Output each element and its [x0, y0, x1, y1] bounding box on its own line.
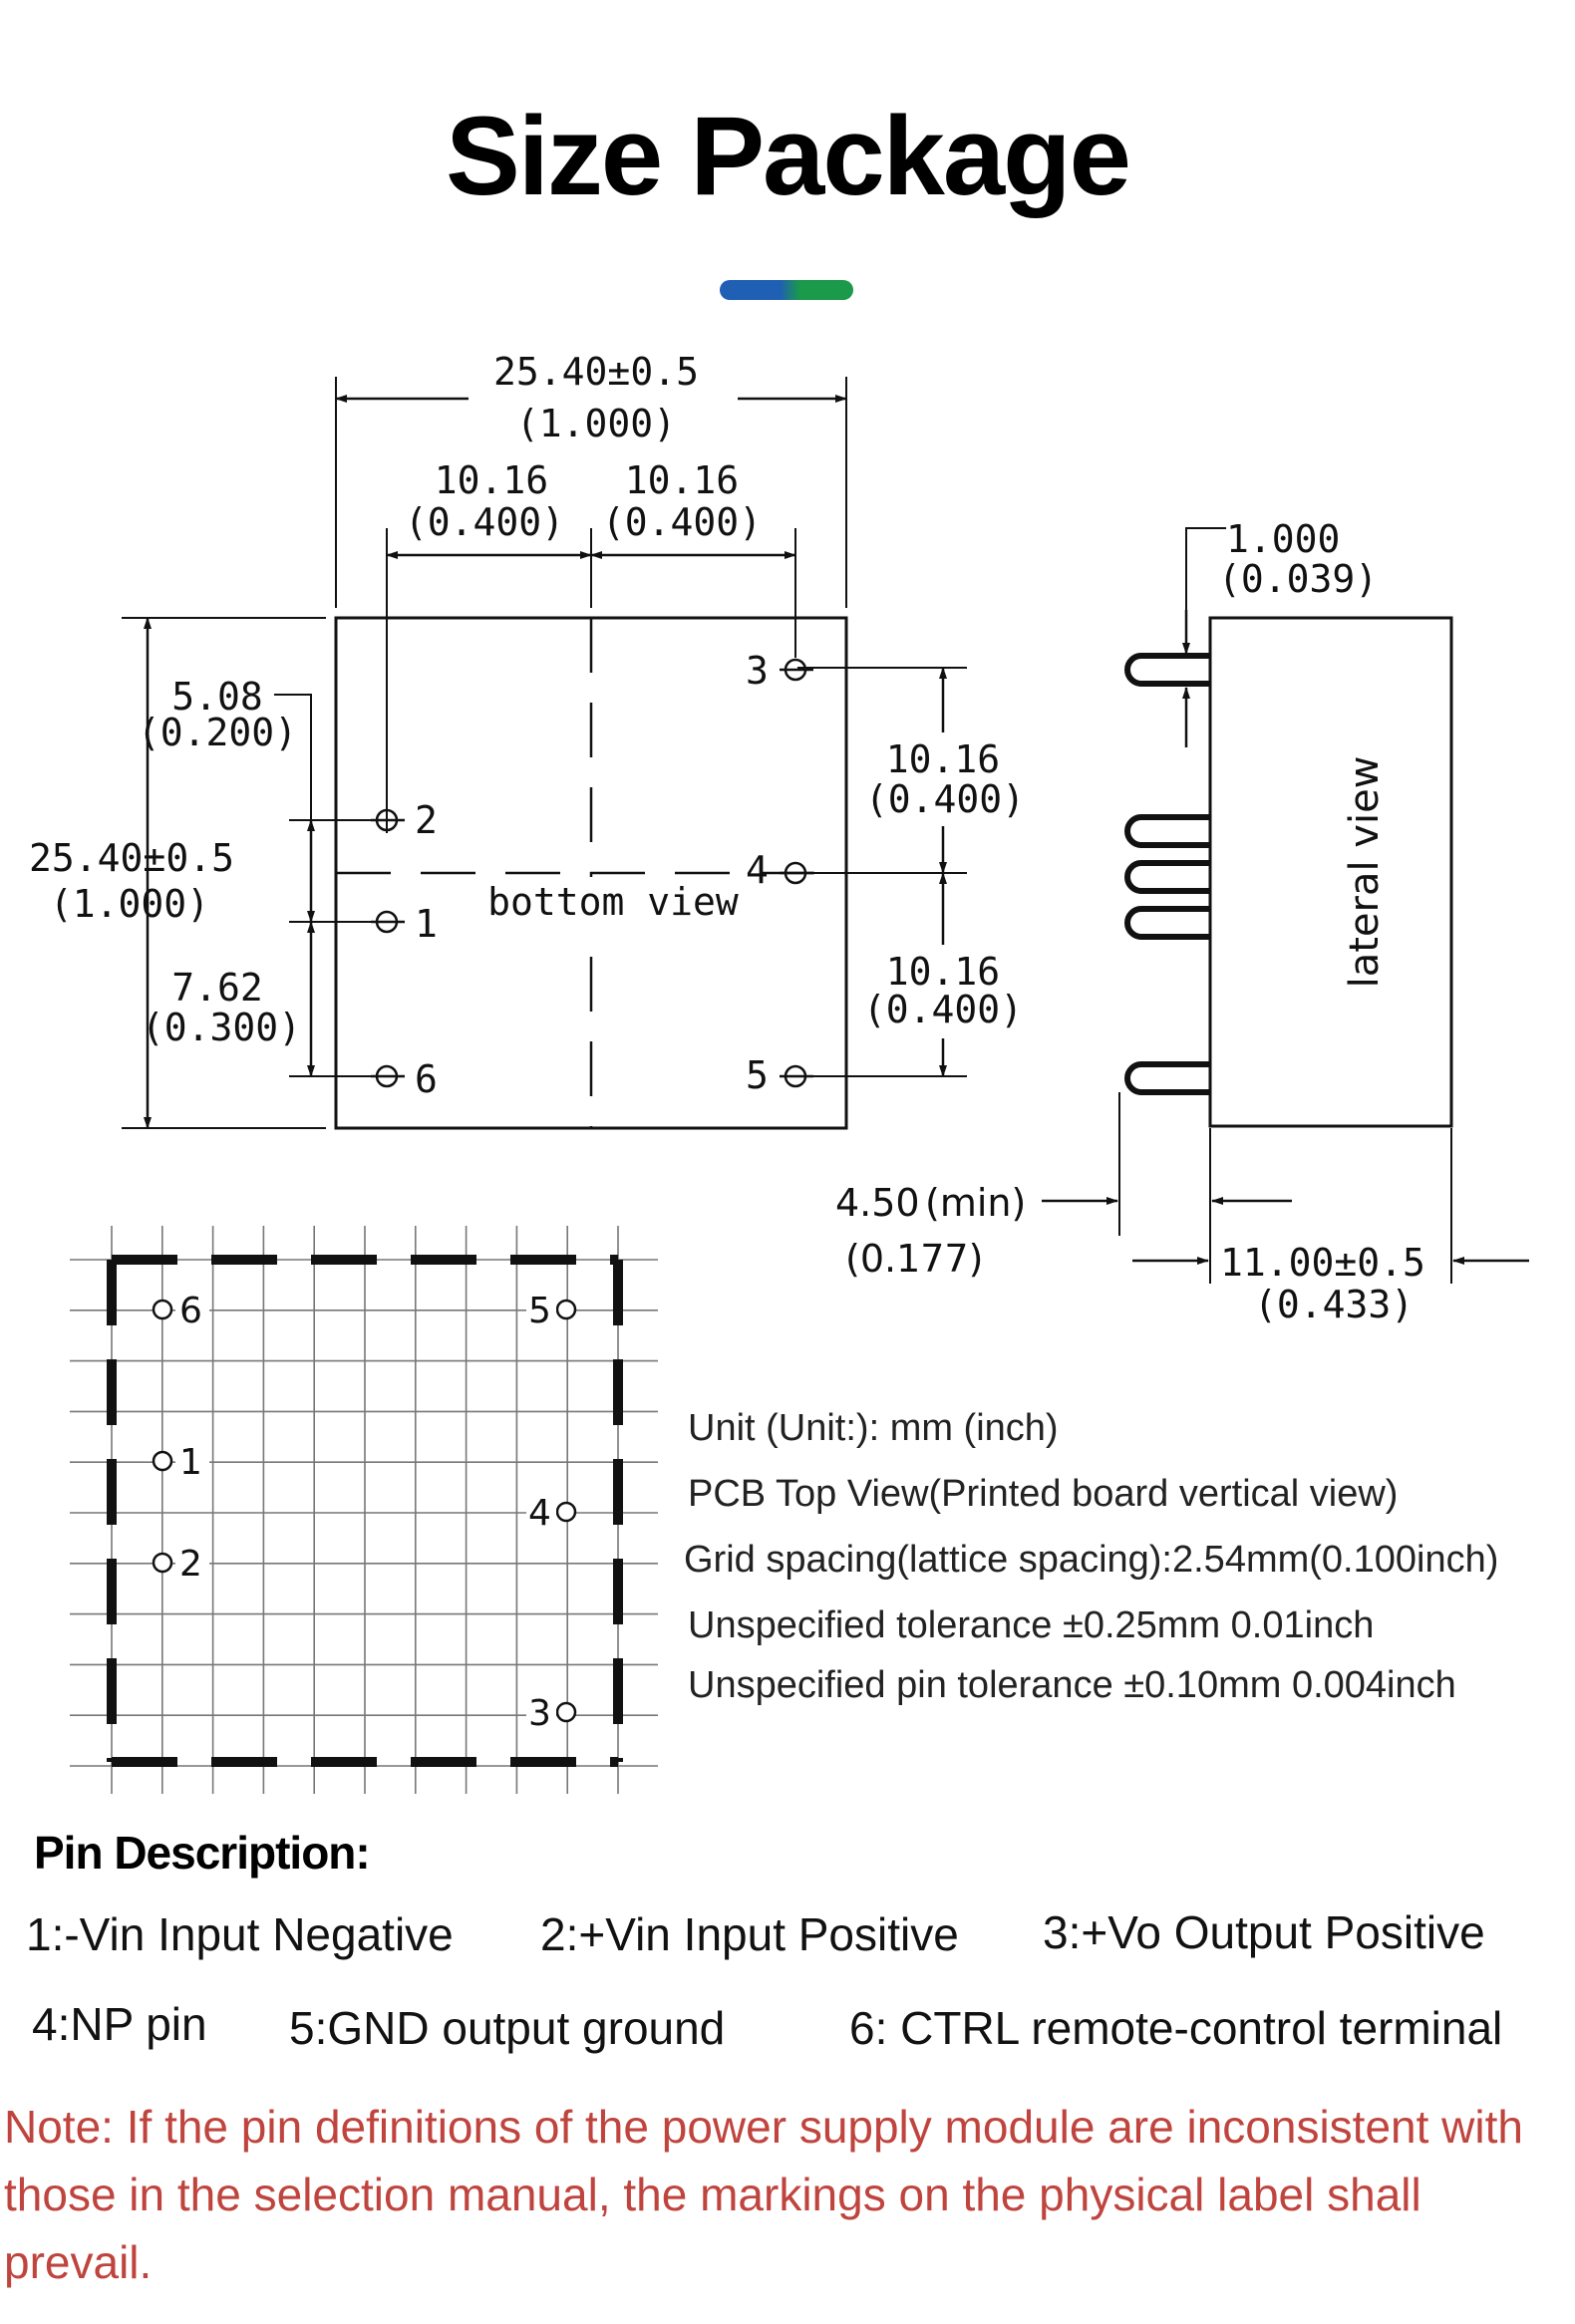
- right-gap-top-label: 10.16: [886, 737, 1000, 781]
- pin-desc-1: 1:-Vin Input Negative: [26, 1908, 454, 1960]
- depth-dim-label: 11.00±0.5: [1220, 1241, 1425, 1285]
- pin-2-label: 2: [415, 798, 438, 842]
- bottom-view-label: bottom view: [487, 880, 739, 924]
- pcb-pin-5-marker: [555, 1299, 577, 1320]
- width-dim-inch-label: (1.000): [516, 402, 676, 445]
- pin-6-label: 6: [415, 1057, 438, 1101]
- package-drawing: 25.40±0.5 (1.000) 10.16 (0.400) 10.16 (0…: [29, 350, 1529, 1794]
- pcb-pin-3-label: 3: [528, 1693, 551, 1734]
- note-tolerance: Unspecified tolerance ±0.25mm 0.01inch: [688, 1604, 1375, 1646]
- pin-5-label: 5: [746, 1053, 769, 1097]
- pcb-pin-4-label: 4: [528, 1493, 551, 1534]
- note-unit: Unit (Unit:): mm (inch): [688, 1407, 1059, 1449]
- pin-1-label: 1: [415, 902, 438, 946]
- pin-desc-4: 4:NP pin: [32, 1998, 207, 2050]
- pin-gap-top-inch-label: (0.200): [138, 711, 297, 754]
- pin-gap-bottom-inch-label: (0.300): [142, 1006, 301, 1049]
- depth-dim-inch-label: (0.433): [1254, 1283, 1414, 1326]
- pcb-pin-2-marker: [152, 1552, 173, 1574]
- pcb-pin-1-label: 1: [179, 1442, 202, 1483]
- pcb-pin-5-label: 5: [528, 1291, 551, 1331]
- page-title: Size Package: [446, 94, 1131, 218]
- right-gap-bottom-label: 10.16: [886, 950, 1000, 994]
- note-pcb-view: PCB Top View(Printed board vertical view…: [688, 1473, 1399, 1515]
- lateral-view: [1042, 527, 1529, 1284]
- pin-4-label: 4: [746, 848, 769, 892]
- pcb-pin-3-marker: [555, 1701, 577, 1723]
- pcb-outline: [107, 1255, 623, 1767]
- pin-desc-2: 2:+Vin Input Positive: [540, 1908, 959, 1960]
- height-dim-inch-label: (1.000): [50, 882, 209, 926]
- drawing-notes: Unit (Unit:): mm (inch) PCB Top View(Pri…: [684, 1395, 1498, 1718]
- pin-desc-6: 6: CTRL remote-control terminal: [849, 2002, 1503, 2054]
- pin-dia-label: 1.000: [1226, 517, 1340, 561]
- pin-len-inch-label: (0.177): [845, 1237, 983, 1281]
- pin-desc-3: 3:+Vo Output Positive: [1043, 1906, 1485, 1958]
- pcb-pin-6-label: 6: [179, 1291, 202, 1331]
- height-dim-label: 25.40±0.5: [29, 836, 234, 880]
- accent-bar: [720, 280, 853, 300]
- pin-3-label: 3: [746, 649, 769, 693]
- width-dim-label: 25.40±0.5: [493, 350, 699, 394]
- pcb-pin-2-label: 2: [179, 1544, 202, 1585]
- pin-len-label: 4.50: [835, 1181, 920, 1225]
- pcb-top-view: 6 1 2 5 4 3: [70, 1226, 658, 1794]
- pin-gap-top-label: 5.08: [171, 675, 263, 719]
- pcb-pin-6-marker: [152, 1299, 173, 1320]
- pin-description-heading: Pin Description:: [34, 1827, 371, 1879]
- pin-gap-bottom-label: 7.62: [171, 966, 263, 1010]
- half-left-label: 10.16: [435, 458, 548, 502]
- half-left-inch-label: (0.400): [405, 500, 564, 544]
- right-gap-bottom-inch-label: (0.400): [863, 988, 1023, 1031]
- note-grid-spacing: Grid spacing(lattice spacing):2.54mm(0.1…: [684, 1539, 1499, 1581]
- lateral-view-label: lateral view: [1342, 756, 1388, 989]
- pin-desc-5: 5:GND output ground: [289, 2002, 726, 2054]
- half-right-inch-label: (0.400): [602, 500, 762, 544]
- pcb-pin-4-marker: [555, 1501, 577, 1523]
- note-pin-tolerance: Unspecified pin tolerance ±0.10mm 0.004i…: [688, 1664, 1456, 1706]
- lateral-body: [1208, 616, 1453, 1128]
- pin-len-min-label: (min): [925, 1181, 1026, 1225]
- pin-dia-inch-label: (0.039): [1218, 557, 1378, 601]
- red-note: Note: If the pin definitions of the powe…: [4, 2101, 1523, 2288]
- half-right-label: 10.16: [625, 458, 739, 502]
- right-gap-top-inch-label: (0.400): [865, 777, 1025, 821]
- pcb-pin-1-marker: [152, 1450, 173, 1472]
